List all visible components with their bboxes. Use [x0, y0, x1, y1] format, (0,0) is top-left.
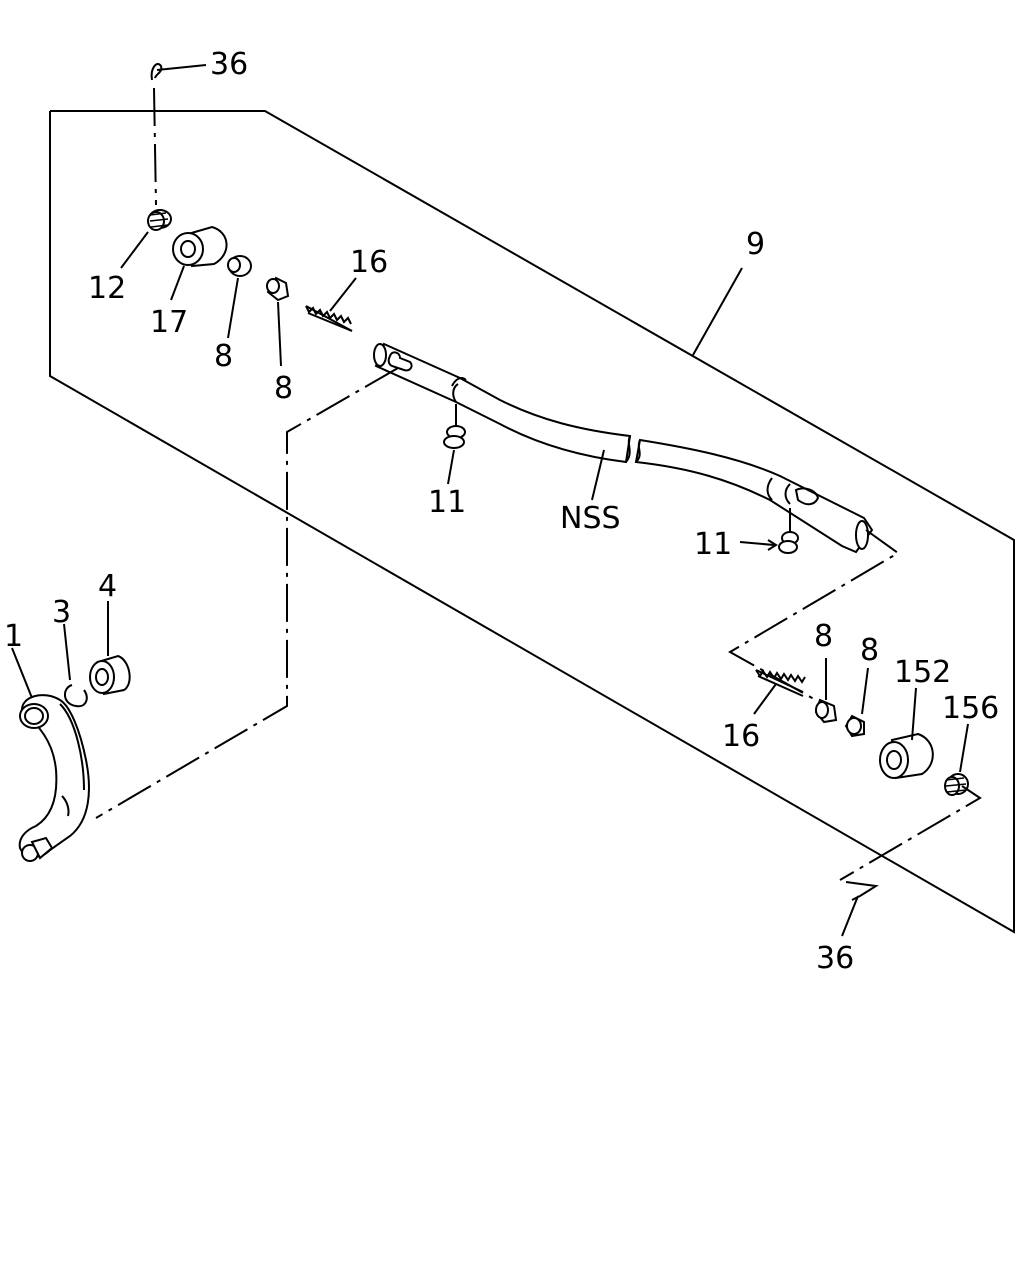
grease-nipple-12 — [120, 209, 172, 269]
callout-16-bottom: 16 — [722, 719, 760, 754]
callout-16-top: 16 — [350, 245, 388, 280]
washer-8c — [814, 658, 838, 724]
pin-axis-bottom — [839, 785, 982, 881]
callout-8a: 8 — [214, 339, 233, 374]
callout-152: 152 — [894, 655, 951, 690]
callout-17: 17 — [150, 305, 188, 340]
callout-3: 3 — [52, 595, 71, 630]
callout-11-right: 11 — [694, 527, 732, 562]
set-screw-11-left — [443, 404, 466, 485]
circlip-3 — [63, 623, 88, 708]
callout-8d: 8 — [860, 633, 879, 668]
grease-nipple-156 — [944, 723, 969, 796]
spring-16-top — [305, 277, 357, 332]
set-screw-11-right — [739, 508, 799, 554]
callout-1: 1 — [4, 619, 23, 654]
rod-to-lever-axis — [95, 367, 399, 819]
callout-8b: 8 — [274, 371, 293, 406]
callout-9: 9 — [746, 227, 765, 262]
rod-right-axis — [727, 529, 900, 709]
shift-rod-9 — [373, 267, 874, 554]
callout-12: 12 — [88, 271, 126, 306]
callout-11-left: 11 — [428, 485, 466, 520]
cotter-pin-top — [150, 62, 207, 81]
washer-8d — [844, 667, 869, 738]
bushing-17 — [170, 225, 228, 301]
washer-8a — [227, 255, 252, 339]
callout-156: 156 — [942, 691, 999, 726]
washer-8b — [266, 276, 290, 367]
callout-36-bottom: 36 — [816, 941, 854, 976]
callout-4: 4 — [98, 569, 117, 604]
callout-36-top: 36 — [210, 47, 248, 82]
assembly-outline — [49, 110, 1015, 934]
nut-4 — [89, 601, 131, 696]
pin-axis-top — [153, 87, 157, 206]
bushing-152 — [879, 687, 934, 780]
cotter-pin-bottom — [841, 881, 879, 937]
callout-8c: 8 — [814, 619, 833, 654]
callout-nss: NSS — [560, 501, 621, 536]
shift-lever-1 — [11, 647, 90, 862]
nss-leader — [591, 449, 605, 501]
spring-16-bottom — [753, 669, 806, 715]
